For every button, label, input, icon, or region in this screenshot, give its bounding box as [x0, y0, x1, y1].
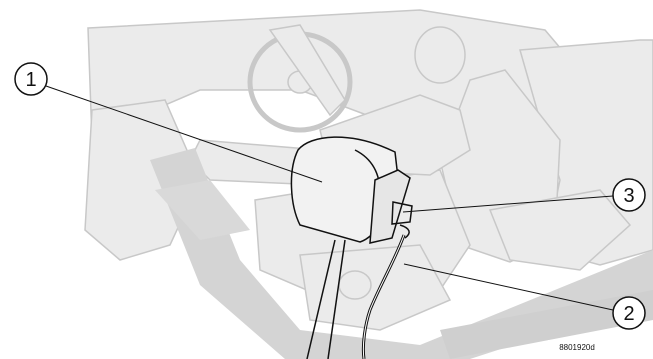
callout-1-label: 1 [25, 69, 36, 91]
callout-2-label: 2 [623, 303, 634, 325]
gear-knob [339, 271, 371, 299]
callout-2: 2 [613, 297, 645, 329]
figure-code-label: 8801920d [559, 343, 595, 352]
center-console [300, 245, 450, 330]
occupant-head [415, 27, 465, 83]
callout-1: 1 [15, 63, 47, 95]
figure-code: 8801920d [548, 340, 606, 354]
callout-3-label: 3 [623, 185, 634, 207]
callout-3: 3 [613, 179, 645, 211]
